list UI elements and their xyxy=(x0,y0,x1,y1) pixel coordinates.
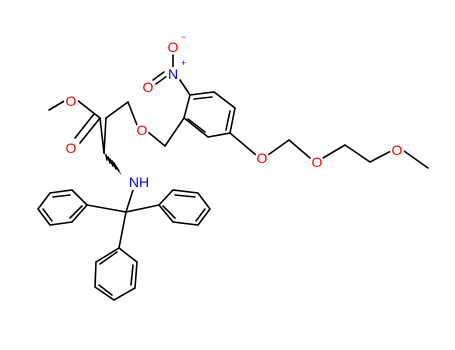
bond-carbonyl-alpha xyxy=(99,117,105,154)
phenyl-ring-bottom xyxy=(94,247,138,301)
bond-ch2-methoxy-o xyxy=(369,150,392,163)
atom-nitro-o-top: O − xyxy=(166,32,186,55)
bond-ch2-ether-o xyxy=(127,101,138,126)
bond-alpha-ch2 xyxy=(103,117,107,154)
bond-alpha-nh-hashed xyxy=(105,154,120,172)
bond-ch2-ch2b xyxy=(105,101,129,119)
atom-aryl-ether-o: O xyxy=(255,150,269,166)
phenyl-ring-right xyxy=(157,189,211,226)
bond-nitro-n-o-side-b xyxy=(152,71,165,81)
bond-methyl-ester-o xyxy=(48,99,67,111)
bond-layer xyxy=(37,54,429,301)
bond-trityl-phenyl-bottom xyxy=(118,211,127,249)
bond-benzylic-ring xyxy=(164,117,185,147)
bond-mom-o-ch2 xyxy=(322,144,346,159)
bond-trityl-phenyl-right xyxy=(125,204,160,213)
atom-ester-o-methyl: O xyxy=(64,93,78,109)
bond-trityl-phenyl-left xyxy=(86,204,127,213)
atom-nitro-o-side: O xyxy=(141,79,155,95)
nitro-o-top-charge: − xyxy=(181,32,186,42)
bond-methoxy-o-methyl xyxy=(403,150,429,169)
bond-ester-o-carbonyl xyxy=(76,99,101,119)
atom-amine-nh: NH xyxy=(128,174,150,190)
atom-mom-o: O xyxy=(310,154,324,170)
bond-carbonyl-double-b xyxy=(74,113,95,139)
svg-text:NH: NH xyxy=(129,174,149,190)
nitroaryl-ring xyxy=(183,91,236,138)
bond-ch2-ch2 xyxy=(344,144,371,163)
bond-ring-aryl-o xyxy=(229,132,257,156)
svg-text:O: O xyxy=(257,150,268,166)
bond-ring-nitro-n xyxy=(179,79,191,96)
atom-methoxy-o: O xyxy=(390,142,404,158)
atom-label-layer: O O O N + O − O O xyxy=(64,32,404,190)
svg-text:O: O xyxy=(143,79,154,95)
svg-text:O: O xyxy=(137,122,148,138)
atom-ether-o-benzyl: O xyxy=(135,122,149,138)
svg-text:O: O xyxy=(168,39,179,55)
bond-nitro-n-o-side-a xyxy=(155,75,168,85)
bond-nh-trityl-c xyxy=(125,189,134,213)
bond-carbonyl-double-a xyxy=(79,117,101,144)
svg-text:O: O xyxy=(312,154,323,170)
svg-text:N: N xyxy=(168,66,178,82)
bond-alpha-nh-guide xyxy=(103,152,122,175)
svg-text:O: O xyxy=(66,140,77,156)
atom-carbonyl-o: O xyxy=(64,140,78,156)
bond-ch2-mom-o xyxy=(288,139,311,159)
nitro-n-charge: + xyxy=(181,58,186,68)
svg-text:O: O xyxy=(66,93,77,109)
phenyl-ring-left xyxy=(37,189,89,226)
atom-nitro-n: N + xyxy=(166,58,186,82)
svg-text:O: O xyxy=(392,142,403,158)
bond-ether-o-benzylic xyxy=(147,131,166,147)
bond-aryl-o-ch2 xyxy=(267,139,290,156)
